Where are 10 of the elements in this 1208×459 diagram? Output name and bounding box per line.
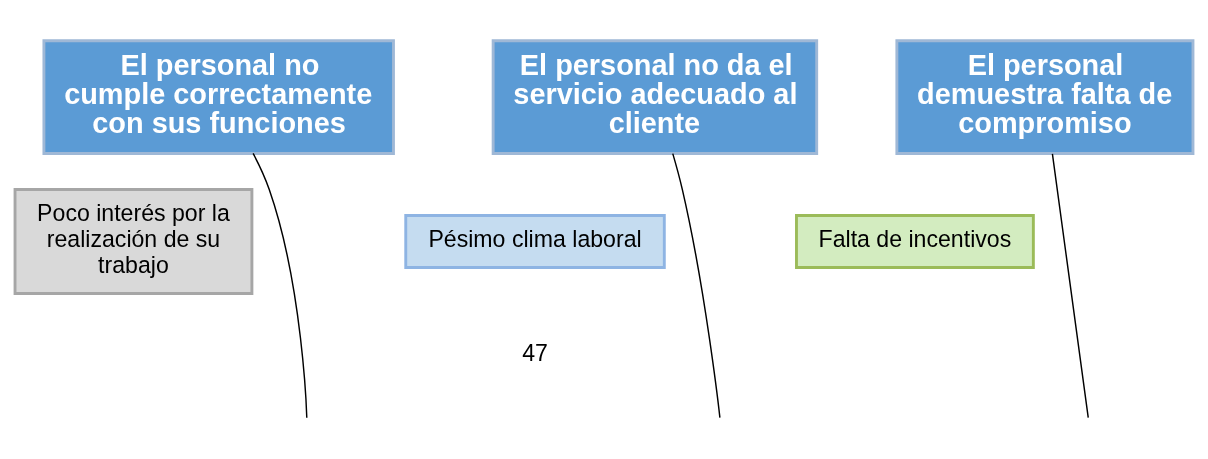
node-box: Falta de incentivos xyxy=(795,213,1035,269)
connector xyxy=(672,152,721,418)
connector xyxy=(1051,152,1089,418)
node-box: El personal no cumple correctamente con sus funciones xyxy=(42,38,395,155)
node-box: Poco interés por la realización de su trabajo xyxy=(13,187,254,295)
node-box: El personal no da el servicio adecuado al cliente xyxy=(491,38,819,155)
node-box: Pésimo clima laboral xyxy=(404,213,666,269)
label: 47 xyxy=(522,339,548,366)
connector xyxy=(252,152,308,418)
node-box: El personal demuestra falta de compromiso xyxy=(895,38,1195,155)
